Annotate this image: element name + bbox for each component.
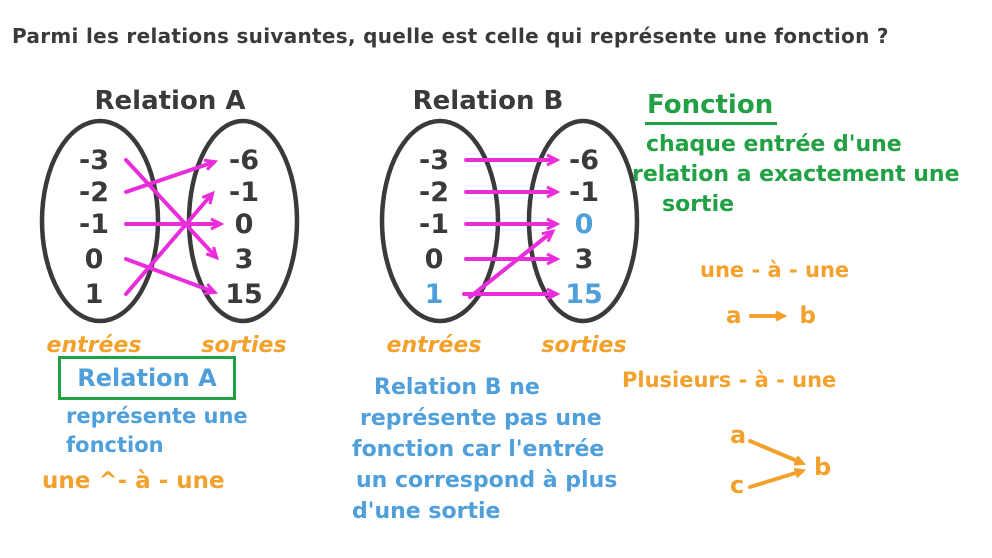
relation-b-conclusion: Relation B ne représente pas une fonctio… [352,372,617,527]
relation-a-conclusion-line: fonction [66,433,164,457]
relation-b-conclusion-line: d'une sortie [352,499,501,524]
relation-b-heading: Relation B [412,86,564,116]
definition-heading: Fonction [645,90,778,125]
definition-line: sortie [662,192,735,217]
question-title: Parmi les relations suivantes, quelle es… [12,24,889,48]
relation-b-outputs-oval [526,118,640,324]
relation-a-conclusion-line: représente une [66,404,248,428]
relation-a-output: -6 [229,145,259,176]
relation-b-output-highlighted: 15 [565,279,603,310]
relation-b-input: -3 [419,145,449,176]
one-to-one-example: a b [726,303,816,329]
one-to-one-example-to: b [799,303,816,329]
arrow-a-neg2-to-neg6 [124,158,219,194]
relation-a-input: 1 [85,279,104,310]
many-to-one-from2: c [730,471,744,499]
arrow-a-neg3-to-3 [124,158,219,261]
relation-a-output: 15 [225,279,263,310]
many-to-one-label: Plusieurs - à - une [622,368,837,392]
relation-b-outputs-label: sorties [541,333,626,358]
relation-a-inputs-label: entrées [47,333,142,358]
relation-a-output: -1 [229,177,259,208]
relation-b-output-highlighted: 0 [575,209,594,240]
arrow-a-1-to-neg1 [124,190,215,296]
definition-line: chaque entrée d'une [646,132,902,157]
relation-a-outputs-label: sorties [201,333,286,358]
relation-b-output: -6 [569,145,599,176]
arrow-a-to-b [748,439,807,466]
one-to-one-example-from: a [726,303,742,329]
relation-a-output: 0 [235,209,254,240]
relation-a-input: -1 [79,209,109,240]
relation-b-inputs-oval [379,118,501,324]
arrow-a-0-to-15 [124,257,219,296]
relation-b-conclusion-line: fonction car l'entrée [352,437,605,462]
relation-b-input: 0 [425,244,444,275]
right-arrow-icon [748,310,787,322]
relation-b-output: -1 [569,177,599,208]
relation-b-output: 3 [575,244,594,275]
arrow-b-1-to-0 [468,229,556,299]
many-to-one-example: a c b [730,421,831,499]
definition-line: relation a exactement une [632,162,960,187]
relation-a-output: 3 [235,244,254,275]
relation-b-inputs-label: entrées [387,333,482,358]
relation-a-input: -3 [79,145,109,176]
relation-a-input: -2 [79,177,109,208]
relation-a-diagram: -3 -2 -1 0 1 -6 -1 0 3 15 entrées sortie… [39,118,300,358]
relation-b-input: -2 [419,177,449,208]
relation-a-type-note: une ^- à - une [42,468,225,494]
relation-a-inputs-oval [39,118,161,324]
many-to-one-from1: a [730,421,746,449]
arrow-c-to-b [748,467,807,489]
relation-a-answer-box: Relation A [58,356,236,400]
relation-b-conclusion-line: Relation B ne [374,375,540,400]
definition-body: chaque entrée d'une relation a exactemen… [632,130,960,220]
relation-a-input: 0 [85,244,104,275]
relation-b-diagram: -3 -2 -1 0 1 -6 -1 0 3 15 entrées sortie… [379,118,640,358]
relation-b-conclusion-line: un correspond à plus [356,468,618,493]
relation-a-answer-label: Relation A [77,364,217,392]
relation-b-conclusion-line: représente pas une [360,406,602,431]
relation-a-heading: Relation A [94,86,246,116]
relation-b-input: -1 [419,209,449,240]
one-to-one-label: une - à - une [700,258,850,282]
relation-b-input-highlighted: 1 [425,279,444,310]
relation-a-conclusion: représente une fonction [66,402,248,460]
many-to-one-to: b [814,453,831,481]
